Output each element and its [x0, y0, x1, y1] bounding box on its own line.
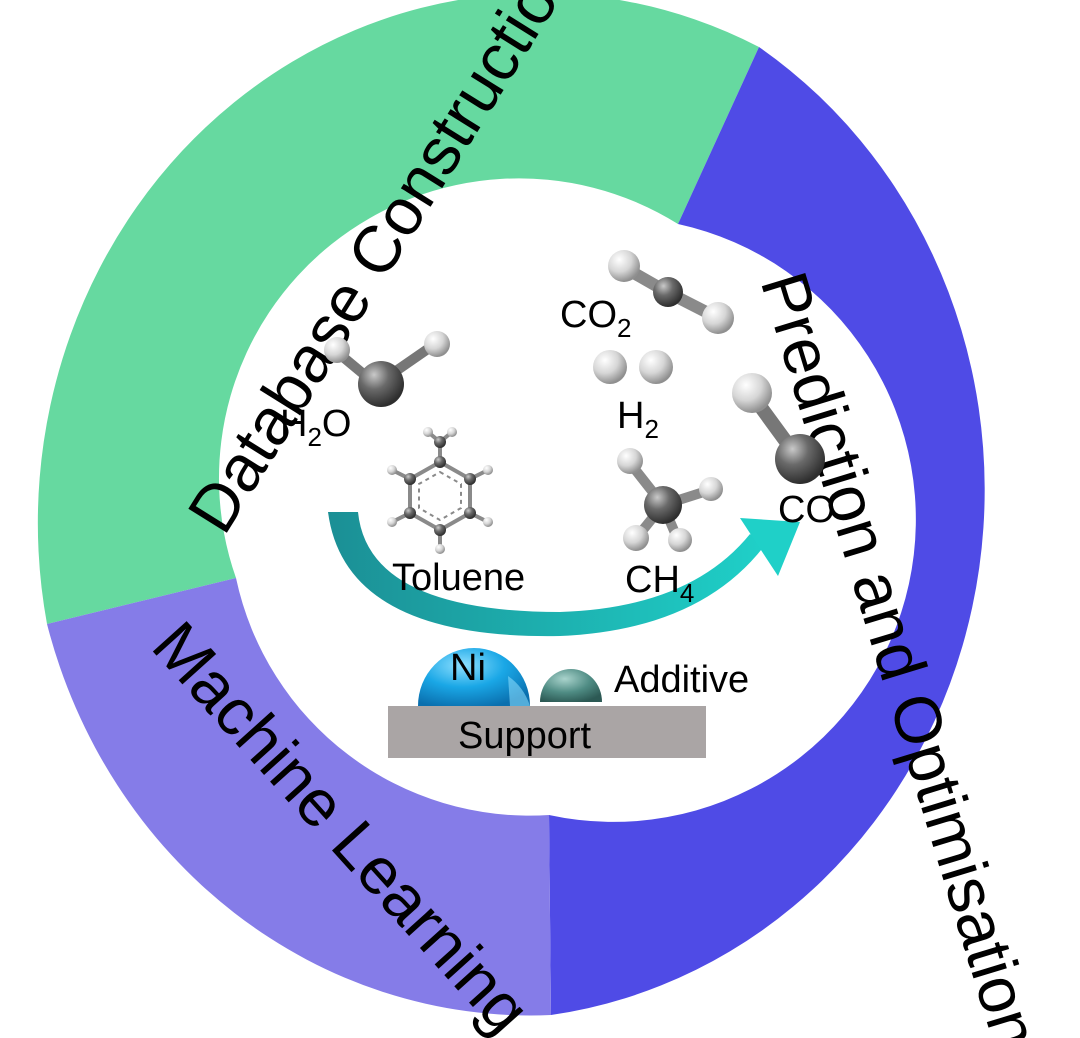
methane-molecule-icon — [617, 448, 723, 552]
hydrogen-molecule-icon — [593, 350, 673, 384]
additive-particle-icon — [540, 669, 602, 702]
label-toluene: Toluene — [392, 557, 525, 599]
ni-label: Ni — [450, 647, 486, 689]
support-label: Support — [458, 715, 592, 757]
reaction-arrow-icon — [328, 512, 800, 637]
ring-segment-prediction-and-optimisation — [549, 47, 985, 1015]
carbon-dioxide-molecule-icon — [608, 250, 734, 334]
water-molecule-icon — [324, 331, 450, 407]
support-block — [388, 706, 706, 758]
ring-segment-machine-learning — [47, 578, 551, 1016]
additive-label: Additive — [614, 659, 749, 701]
label-ch4: CH4 — [625, 559, 694, 608]
label-co2: CO2 — [560, 294, 631, 343]
label-h2: H2 — [617, 395, 659, 444]
ni-particle-icon — [418, 648, 530, 706]
label-h2o: H2O — [280, 403, 351, 452]
label-co: CO — [778, 489, 835, 531]
carbon-monoxide-molecule-icon — [732, 373, 825, 484]
toluene-atoms — [387, 427, 493, 554]
outer-ring — [37, 0, 985, 1016]
ring-segment-database-construction — [37, 0, 759, 624]
